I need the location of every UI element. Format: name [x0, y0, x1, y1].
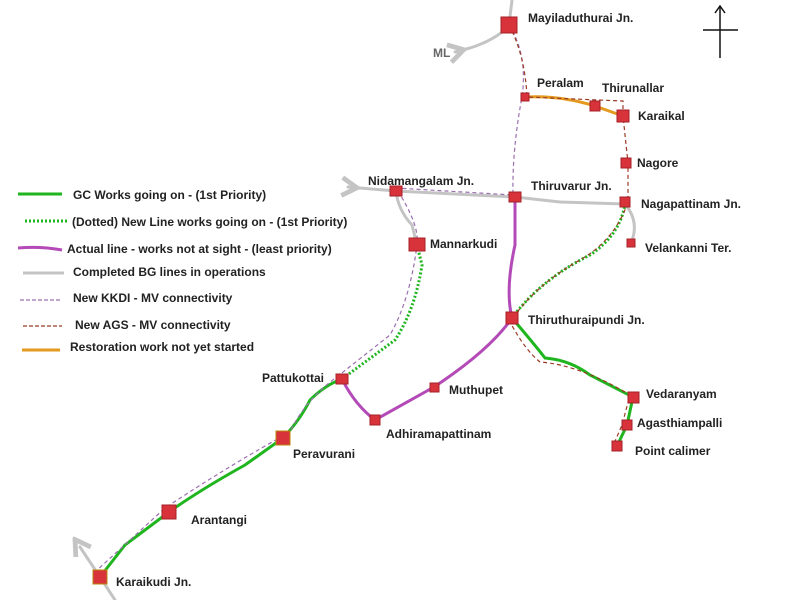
- station-label-adhiramapattinam: Adhiramapattinam: [386, 427, 491, 441]
- station-marker-thiruvarur[interactable]: [508, 191, 522, 203]
- gc-line-thiruthuraipundi-pointcalimer: [510, 317, 635, 447]
- station-marker-agasthiampalli[interactable]: [621, 419, 633, 431]
- station-label-nidamangalam: Nidamangalam Jn.: [368, 174, 474, 188]
- station-label-karaikudi: Karaikudi Jn.: [116, 575, 191, 589]
- station-label-mannarkudi: Mannarkudi: [430, 237, 497, 251]
- ags-mv-line: [508, 24, 631, 447]
- legend-label-ags: New AGS - MV connectivity: [75, 318, 231, 332]
- station-label-velankanni: Velankanni Ter.: [645, 241, 731, 255]
- station-label-pattukottai: Pattukottai: [262, 371, 324, 385]
- actual-line: [340, 197, 517, 422]
- bg-line-thiruvarur-nagapattinam: [513, 195, 627, 206]
- ml-label: ML: [433, 46, 450, 60]
- station-label-agasthiampalli: Agasthiampalli: [637, 416, 722, 430]
- station-label-peralam: Peralam: [537, 76, 584, 90]
- station-marker-thiruthuraipundi[interactable]: [505, 311, 519, 325]
- station-label-peravurani: Peravurani: [293, 447, 355, 461]
- bg-line-nagapattinam-velankanni: [623, 202, 636, 245]
- station-marker-nidamangalam[interactable]: [389, 185, 403, 197]
- station-marker-thirunallar[interactable]: [589, 100, 601, 112]
- station-marker-mannarkudi[interactable]: [408, 237, 426, 252]
- legend-label-new-line: (Dotted) New Line works going on - (1st …: [72, 215, 347, 229]
- station-marker-mayiladuthurai[interactable]: [500, 16, 518, 34]
- legend-label-completed: Completed BG lines in operations: [73, 265, 266, 279]
- station-marker-nagore[interactable]: [620, 157, 632, 169]
- station-marker-adhiramapattinam[interactable]: [369, 414, 381, 426]
- station-label-nagapattinam: Nagapattinam Jn.: [641, 197, 741, 211]
- legend-label-actual: Actual line - works not at sight - (leas…: [67, 242, 332, 256]
- station-label-vedaranyam: Vedaranyam: [646, 387, 717, 401]
- legend-label-kkdi: New KKDI - MV connectivity: [73, 291, 233, 305]
- station-marker-peralam[interactable]: [520, 92, 530, 102]
- legend-label-restoration: Restoration work not yet started: [70, 340, 254, 354]
- new-line-mannarkudi-pattukottai: [341, 244, 424, 381]
- gc-line-karaikudi-pattukottai: [98, 377, 343, 578]
- legend-label-gc: GC Works going on - (1st Priority): [73, 188, 266, 202]
- legend: GC Works going on - (1st Priority) (Dott…: [17, 188, 347, 354]
- station-label-mayiladuthurai: Mayiladuthurai Jn.: [528, 11, 633, 25]
- station-marker-vedaranyam[interactable]: [627, 391, 640, 404]
- station-label-thiruthuraipundi: Thiruthuraipundi Jn.: [528, 313, 645, 327]
- station-label-thiruvarur: Thiruvarur Jn.: [531, 179, 612, 193]
- station-marker-arantangi[interactable]: [161, 504, 177, 520]
- station-label-nagore: Nagore: [637, 156, 679, 170]
- bg-line-thiruvarur-west: [348, 187, 517, 199]
- station-marker-karaikudi[interactable]: [92, 569, 108, 585]
- restoration-line: [524, 95, 624, 118]
- station-marker-pattukottai[interactable]: [335, 373, 349, 385]
- north-arrow-icon: [703, 4, 738, 58]
- station-marker-velankanni[interactable]: [626, 238, 636, 248]
- station-label-arantangi: Arantangi: [191, 513, 247, 527]
- new-line-thiruthuraipundi-nagapattinam: [510, 203, 627, 319]
- legend-swatch-actual: [17, 245, 63, 252]
- stations: Mayiladuthurai Jn. ML Peralam Thirunalla…: [92, 11, 741, 589]
- station-marker-nagapattinam[interactable]: [619, 196, 631, 208]
- station-marker-karaikal[interactable]: [616, 109, 630, 123]
- station-marker-muthupet[interactable]: [429, 382, 440, 393]
- station-label-thirunallar: Thirunallar: [602, 81, 664, 95]
- station-label-muthupet: Muthupet: [449, 383, 503, 397]
- station-marker-peravurani[interactable]: [275, 430, 291, 446]
- station-label-point-calimer: Point calimer: [635, 444, 711, 458]
- bg-line-nidamangalam-mannarkudi: [394, 189, 419, 247]
- station-label-karaikal: Karaikal: [638, 109, 685, 123]
- station-marker-point-calimer[interactable]: [611, 440, 623, 452]
